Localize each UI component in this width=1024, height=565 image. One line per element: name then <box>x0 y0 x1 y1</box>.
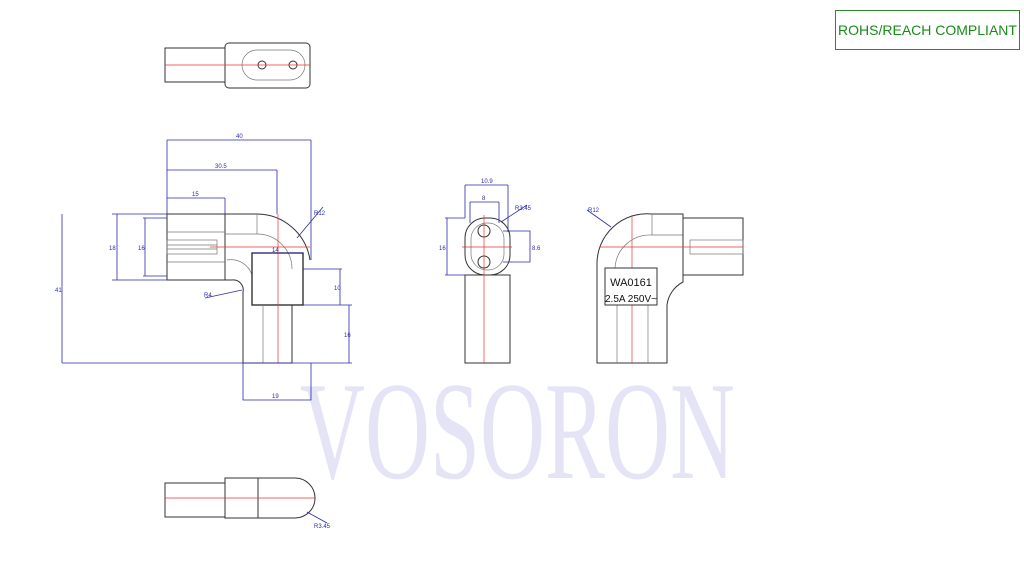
dim-plug-height: 18 <box>109 246 116 252</box>
dim-outer-radius: R12 <box>314 211 326 217</box>
main-view: 40 30.5 15 18 16 R12 14 10 R4 41 16 19 <box>55 134 352 401</box>
dim-bottom-radius: R3.45 <box>314 524 331 530</box>
dim-overall-height: 41 <box>55 288 62 294</box>
dim-front-inner-width: 8 <box>482 196 486 202</box>
dim-front-width: 10.9 <box>481 179 493 185</box>
dim-overall-width: 40 <box>236 134 243 140</box>
dim-inner-radius: R4 <box>204 293 212 299</box>
top-view <box>164 42 311 89</box>
part-model: WA0161 <box>610 277 652 289</box>
watermark: VOSORON <box>300 354 735 509</box>
dim-leg-height: 16 <box>344 333 351 339</box>
dim-leg-width: 19 <box>272 394 279 400</box>
dim-side-radius: R12 <box>588 208 600 214</box>
dim-30-5: 30.5 <box>215 164 227 170</box>
dim-sleeve-width: 14 <box>272 248 279 254</box>
dim-pin-spacing: 8.6 <box>532 246 541 252</box>
dim-plug-inner: 16 <box>138 246 145 252</box>
side-view: R12 WA0161 2.5A 250V~ <box>586 208 744 364</box>
bottom-view: R3.45 <box>164 477 331 530</box>
part-rating: 2.5A 250V~ <box>605 294 657 305</box>
dim-plug-length: 15 <box>192 192 199 198</box>
compliance-badge: ROHS/REACH COMPLIANT <box>835 10 1020 50</box>
front-view: 10.9 8 R3.45 16 8.6 <box>439 179 541 364</box>
dim-front-height: 16 <box>439 246 446 252</box>
dim-sleeve-height: 10 <box>334 286 341 292</box>
dim-front-radius: R3.45 <box>515 206 532 212</box>
